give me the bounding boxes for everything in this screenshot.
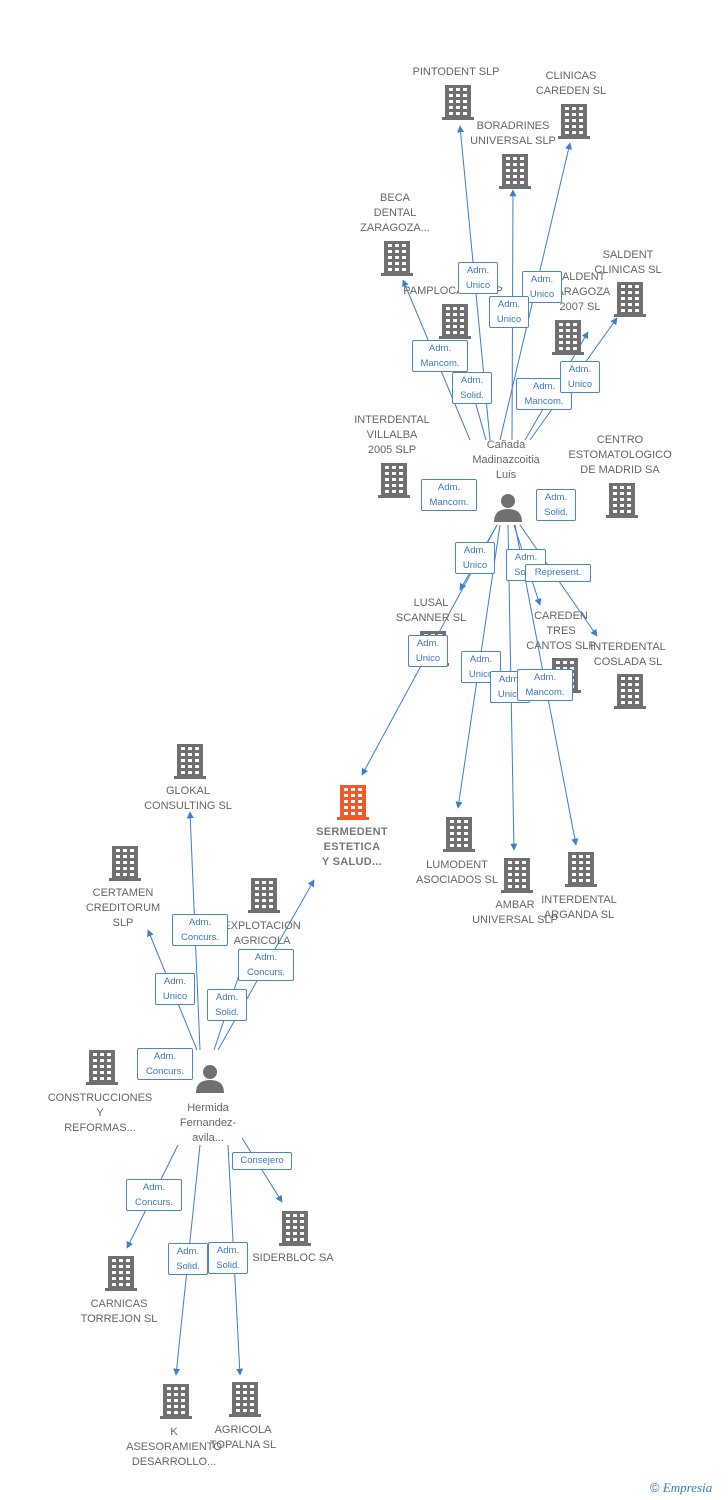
building-icon[interactable] <box>606 483 638 518</box>
footer: © Empresia <box>650 1480 712 1496</box>
person-label-luis[interactable]: Cañada Madinazcoitia Luis <box>472 439 540 481</box>
role-badge[interactable]: Adm. Concurs. <box>172 914 228 946</box>
role-badge[interactable]: Adm. Solid. <box>168 1243 208 1275</box>
company-label-saldent-zaragoza[interactable]: SALDENT ZARAGOZA 2007 SL <box>549 271 611 313</box>
company-label-pintodent[interactable]: PINTODENT SLP <box>412 66 500 78</box>
role-badge[interactable]: Adm. Concurs. <box>126 1179 182 1211</box>
building-icon[interactable] <box>552 320 584 355</box>
role-badge[interactable]: Adm. Unico <box>489 296 529 328</box>
role-badge[interactable]: Adm. Mancom. <box>517 669 573 701</box>
role-badge[interactable]: Adm. Concurs. <box>137 1048 193 1080</box>
company-label-siderbloc[interactable]: SIDERBLOC SA <box>252 1252 334 1264</box>
building-icon[interactable] <box>378 463 410 498</box>
building-icon[interactable] <box>229 1382 261 1417</box>
company-label-certamen[interactable]: CERTAMEN CREDITORUM SLP <box>85 887 161 929</box>
role-badge[interactable]: Adm. Unico <box>458 262 498 294</box>
company-label-carnicas[interactable]: CARNICAS TORREJON SL <box>80 1298 158 1325</box>
company-label-construcciones[interactable]: CONSTRUCCIONES Y REFORMAS... <box>47 1092 153 1134</box>
building-icon[interactable] <box>439 304 471 339</box>
copyright-symbol: © <box>650 1480 660 1495</box>
role-badge[interactable]: Adm. Unico <box>455 542 495 574</box>
company-label-ambar[interactable]: AMBAR UNIVERSAL SLP <box>472 899 558 926</box>
company-label-glokal[interactable]: GLOKAL CONSULTING SL <box>144 785 232 812</box>
brand-logo-text[interactable]: Empresia <box>662 1480 713 1495</box>
building-icon[interactable] <box>558 104 590 139</box>
building-icon[interactable] <box>614 282 646 317</box>
building-icon[interactable] <box>279 1211 311 1246</box>
target-building-icon[interactable] <box>337 785 369 820</box>
role-badge[interactable]: Adm. Solid. <box>207 989 247 1021</box>
edge-arrow <box>241 1137 283 1203</box>
building-icon[interactable] <box>160 1384 192 1419</box>
building-icon[interactable] <box>109 846 141 881</box>
role-badge[interactable]: Adm. Solid. <box>536 489 576 521</box>
company-label-interdental-villalba[interactable]: INTERDENTAL VILLALBA 2005 SLP <box>354 414 430 456</box>
target-company-label[interactable]: SERMEDENT ESTETICA Y SALUD... <box>316 826 388 868</box>
role-badge[interactable]: Adm. Concurs. <box>238 949 294 981</box>
role-badge[interactable]: Represent. <box>525 564 591 582</box>
building-icon[interactable] <box>174 744 206 779</box>
role-badge[interactable]: Adm. Unico <box>408 635 448 667</box>
company-label-agricola[interactable]: AGRICOLA TOPALNA SL <box>209 1424 277 1451</box>
company-label-k-asesoramiento[interactable]: K ASESORAMIENTO DESARROLLO... <box>126 1426 222 1468</box>
building-icon[interactable] <box>614 674 646 709</box>
company-label-lumodent[interactable]: LUMODENT ASOCIADOS SL <box>416 859 498 886</box>
company-label-lusal[interactable]: LUSAL SCANNER SL <box>395 597 467 624</box>
company-label-clinicas-careden[interactable]: CLINICAS CAREDEN SL <box>535 70 607 97</box>
person-label-hermida[interactable]: Hermida Fernandez- avila... <box>179 1102 237 1144</box>
building-icon[interactable] <box>501 858 533 893</box>
building-icon[interactable] <box>381 241 413 276</box>
building-icon[interactable] <box>565 852 597 887</box>
role-badge[interactable]: Consejero <box>232 1152 292 1170</box>
company-label-saldent-clinicas[interactable]: SALDENT CLINICAS SL <box>594 249 662 276</box>
role-badge[interactable]: Adm. Solid. <box>208 1242 248 1274</box>
role-badge[interactable]: Adm. Unico <box>560 361 600 393</box>
building-icon[interactable] <box>442 85 474 120</box>
role-badge[interactable]: Adm. Solid. <box>452 372 492 404</box>
building-icon[interactable] <box>86 1050 118 1085</box>
company-label-interdental-coslada[interactable]: INTERDENTAL COSLADA SL <box>590 641 666 668</box>
role-badge[interactable]: Adm. Mancom. <box>421 479 477 511</box>
icons-layer <box>86 85 646 1419</box>
company-label-careden-tres[interactable]: CAREDEN TRES CANTOS SLP <box>526 610 596 652</box>
company-label-boradrines[interactable]: BORADRINES UNIVERSAL SLP <box>470 120 556 147</box>
company-label-interdental-arganda[interactable]: INTERDENTAL ARGANDA SL <box>541 894 617 921</box>
building-icon[interactable] <box>105 1256 137 1291</box>
person-icon[interactable] <box>494 494 522 522</box>
building-icon[interactable] <box>248 878 280 913</box>
company-label-beca[interactable]: BECA DENTAL ZARAGOZA... <box>360 192 430 234</box>
company-label-centro[interactable]: CENTRO ESTOMATOLOGICO DE MADRID SA <box>568 434 672 476</box>
role-badge[interactable]: Adm. Unico <box>155 973 195 1005</box>
building-icon[interactable] <box>443 817 475 852</box>
person-icon[interactable] <box>196 1065 224 1093</box>
role-badge[interactable]: Adm. Mancom. <box>412 340 468 372</box>
building-icon[interactable] <box>499 154 531 189</box>
